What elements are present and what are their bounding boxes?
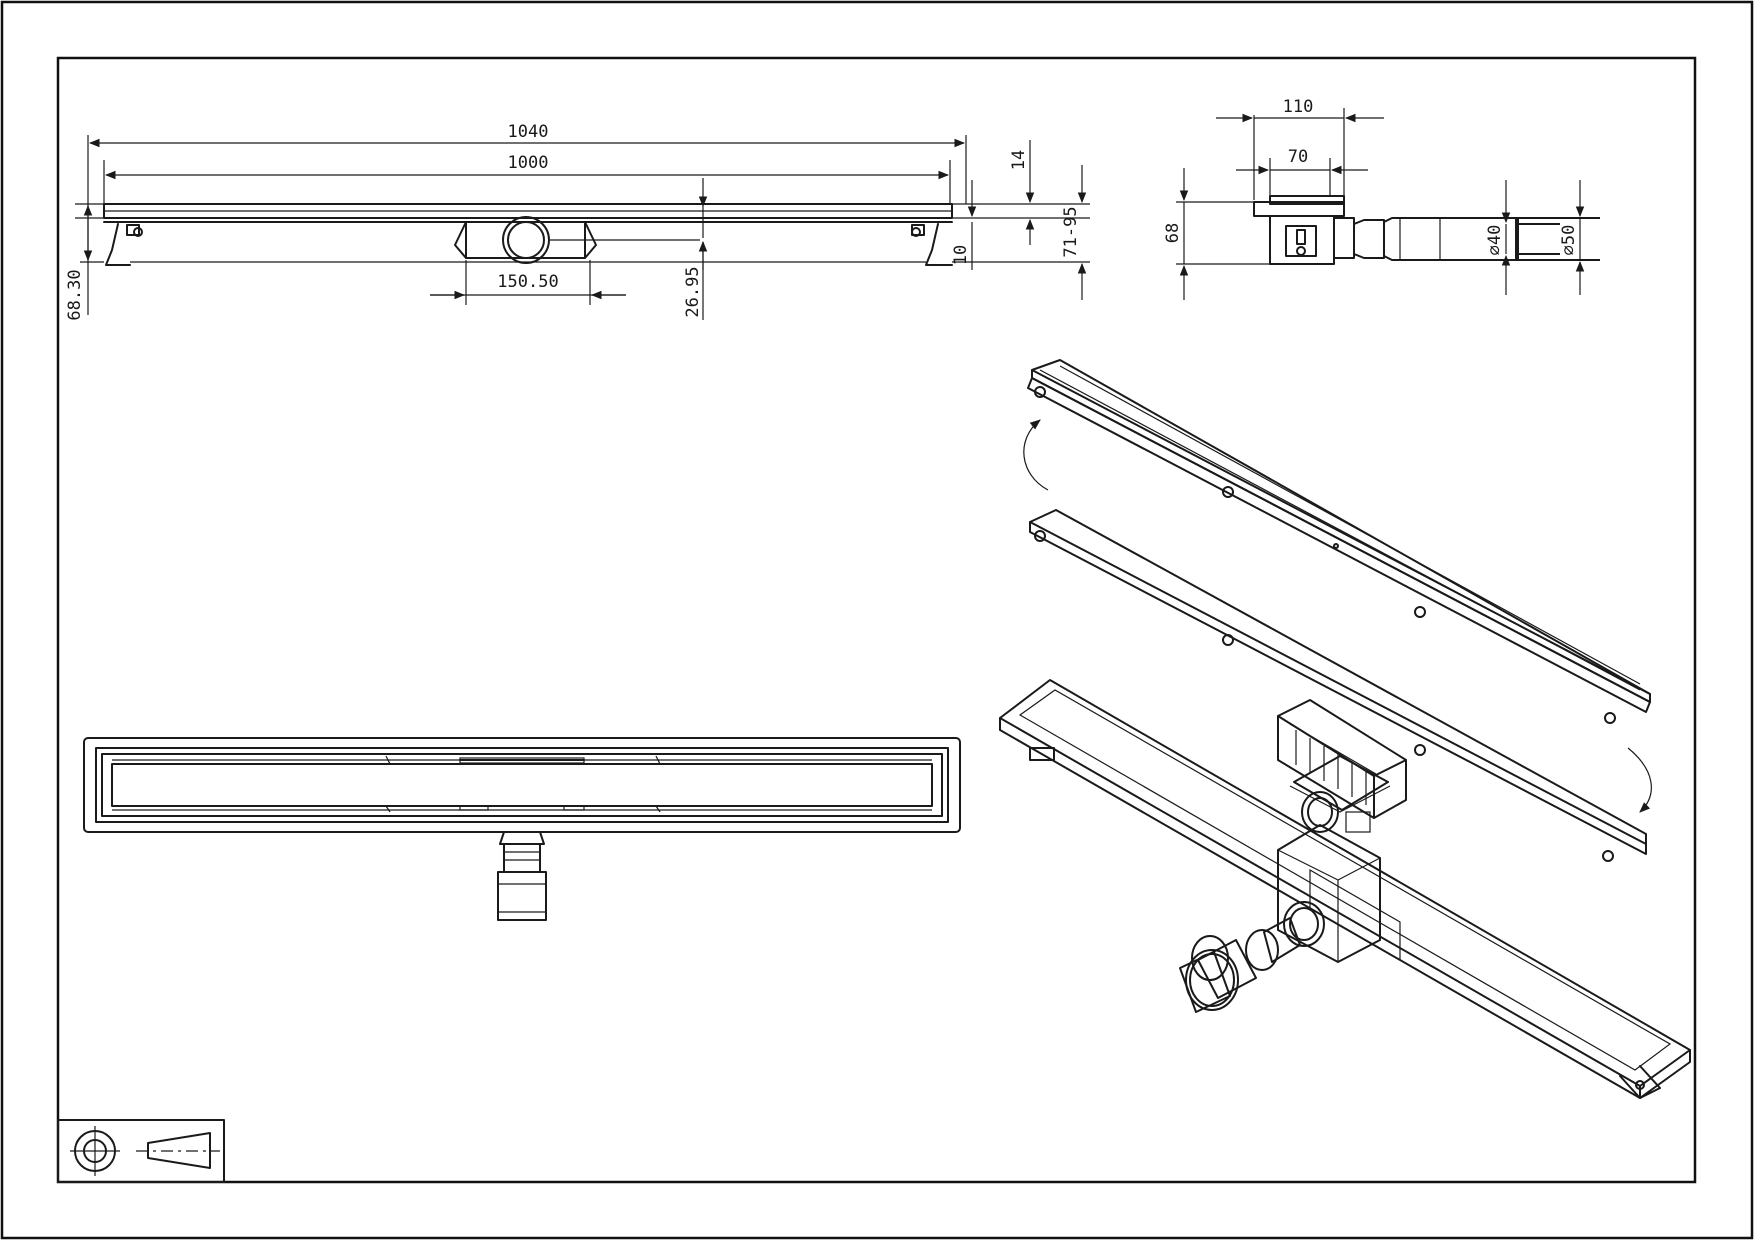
flip-arrow-top	[1023, 419, 1049, 491]
dim-total-height: 68.30	[65, 269, 85, 320]
side-view: 110 70 68	[1163, 97, 1600, 300]
dim-top-thickness: 14	[1009, 150, 1029, 170]
iso-drain-trap	[1179, 824, 1381, 1013]
dim-adjust-range: 71-95	[1061, 206, 1081, 257]
pipe-outer-dim	[1518, 217, 1600, 261]
iso-trap-insert	[1277, 699, 1407, 833]
dim-pipe-outer: ⌀50	[1559, 225, 1579, 256]
isometric-exploded-view	[999, 359, 1691, 1099]
top-view	[83, 737, 961, 921]
iso-channel-body	[999, 679, 1691, 1099]
projection-symbol-box	[57, 1119, 225, 1183]
dim-top-width: 70	[1288, 147, 1308, 167]
first-angle-projection-icon	[70, 1126, 220, 1176]
flip-arrow-bottom	[1627, 747, 1652, 813]
pipe-inner-dim	[1518, 223, 1560, 255]
dim-foot-height: 10	[951, 245, 971, 265]
front-view: 1040 1000 150.50 68.30 26.95 14 10 71-95	[65, 122, 1090, 321]
iso-grate-plate	[1029, 509, 1647, 862]
dim-outlet-depth: 26.95	[683, 266, 703, 317]
dim-overall-length: 1040	[508, 122, 549, 142]
dim-grate-length: 1000	[508, 153, 549, 173]
dim-pipe-inner: ⌀40	[1485, 225, 1505, 256]
iso-grate-frame	[1027, 359, 1651, 724]
dim-body-width: 110	[1283, 97, 1314, 117]
dim-outlet-spacing: 150.50	[497, 272, 558, 292]
inner-border	[56, 56, 1697, 1184]
dim-body-height: 68	[1163, 223, 1183, 243]
